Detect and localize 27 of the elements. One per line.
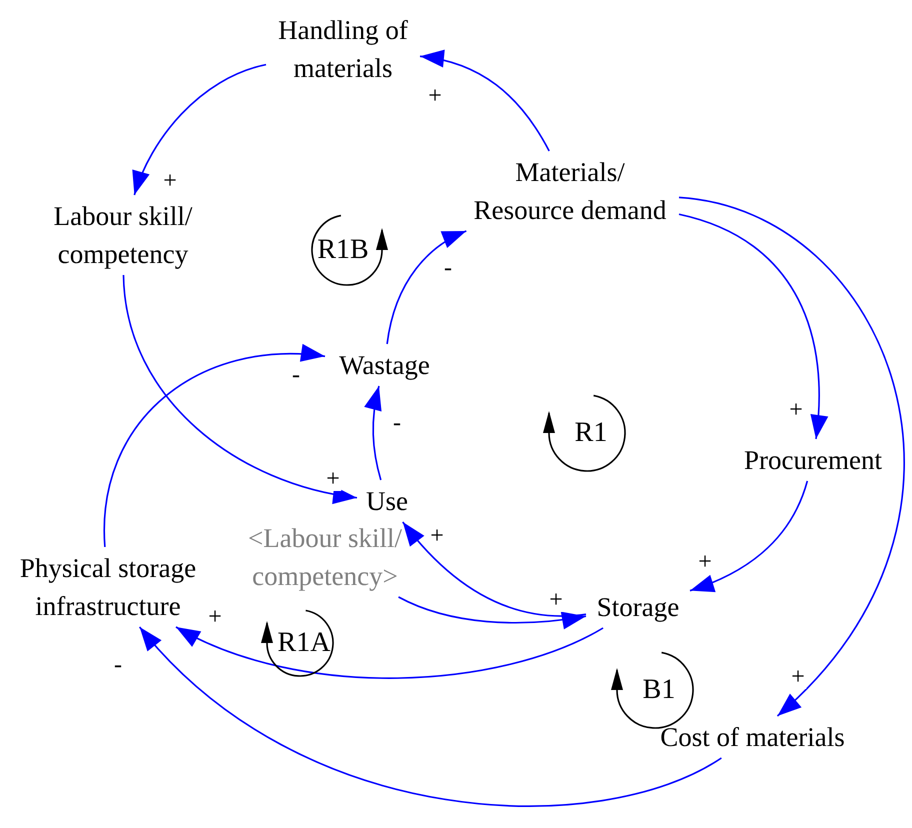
loop-label: R1B bbox=[317, 235, 369, 265]
causal-link-arrow bbox=[402, 522, 586, 617]
causal-link-arrow bbox=[678, 196, 904, 717]
causal-link-arrow bbox=[122, 274, 358, 503]
variable-label: Wastage bbox=[327, 346, 442, 384]
variable-label: Procurement bbox=[734, 441, 892, 479]
variable-label: Materials/ Resource demand bbox=[463, 153, 677, 229]
causal-link-arrow bbox=[678, 213, 828, 440]
variable-label: Storage bbox=[588, 588, 688, 626]
causal-link-arrow bbox=[133, 64, 266, 196]
variable-label: Physical storage infrastructure bbox=[10, 549, 206, 625]
causal-link-arrow bbox=[398, 596, 586, 629]
variable-label: Handling of materials bbox=[268, 11, 418, 87]
loop-label: R1A bbox=[278, 628, 330, 658]
causal-link-arrow bbox=[364, 386, 382, 480]
causal-link-arrow bbox=[386, 230, 467, 344]
loop-label: B1 bbox=[642, 675, 676, 705]
variable-label: <Labour skill/ competency> bbox=[235, 519, 415, 595]
causal-link-arrow bbox=[176, 626, 604, 679]
causal-link-arrow bbox=[104, 345, 326, 547]
causal-link-arrow bbox=[139, 626, 722, 806]
loop-label: R1 bbox=[574, 418, 608, 448]
variable-label: Use bbox=[359, 482, 415, 520]
causal-link-arrow bbox=[420, 50, 550, 152]
causal-link-arrow bbox=[690, 480, 808, 592]
variable-label: Labour skill/ competency bbox=[33, 197, 213, 273]
variable-label: Cost of materials bbox=[645, 718, 860, 756]
